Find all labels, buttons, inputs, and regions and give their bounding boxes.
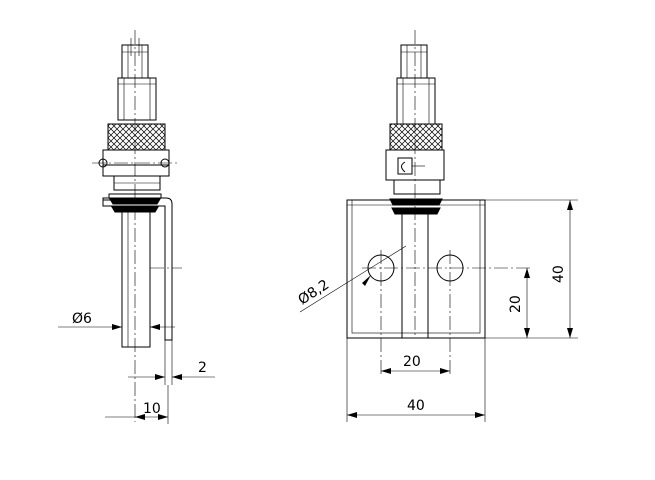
side-knurled-nut [107, 123, 166, 151]
label-plate-width: 40 [407, 398, 425, 414]
dim-tab-thickness: 2 [128, 340, 215, 385]
front-knurled-nut [389, 123, 443, 151]
dim-plate-width: 40 [346, 338, 486, 422]
dim-hole-height: 20 [485, 268, 535, 339]
front-view: Ø8,2 20 40 20 [295, 30, 578, 422]
side-view: Ø6 2 10 [58, 30, 215, 424]
dim-diameter-6: Ø6 [58, 311, 175, 330]
side-clamp [98, 149, 170, 191]
label-tab-thickness: 2 [198, 360, 207, 376]
front-body-upper [396, 77, 436, 125]
label-diameter-6: Ø6 [72, 311, 92, 327]
label-hole-height: 20 [508, 295, 524, 313]
label-offset-10: 10 [143, 401, 161, 417]
front-cable [400, 44, 428, 79]
dim-offset-10: 10 [105, 385, 169, 424]
dim-plate-height: 40 [485, 199, 578, 339]
label-plate-height: 40 [551, 265, 567, 283]
dim-hole-diameter: Ø8,2 [295, 245, 407, 313]
side-probe-rod [121, 211, 151, 348]
label-hole-spacing: 20 [403, 354, 421, 370]
dim-hole-spacing: 20 [381, 354, 450, 374]
front-washer-lower [391, 207, 441, 215]
side-body-upper [117, 77, 157, 121]
side-bracket [102, 193, 173, 341]
